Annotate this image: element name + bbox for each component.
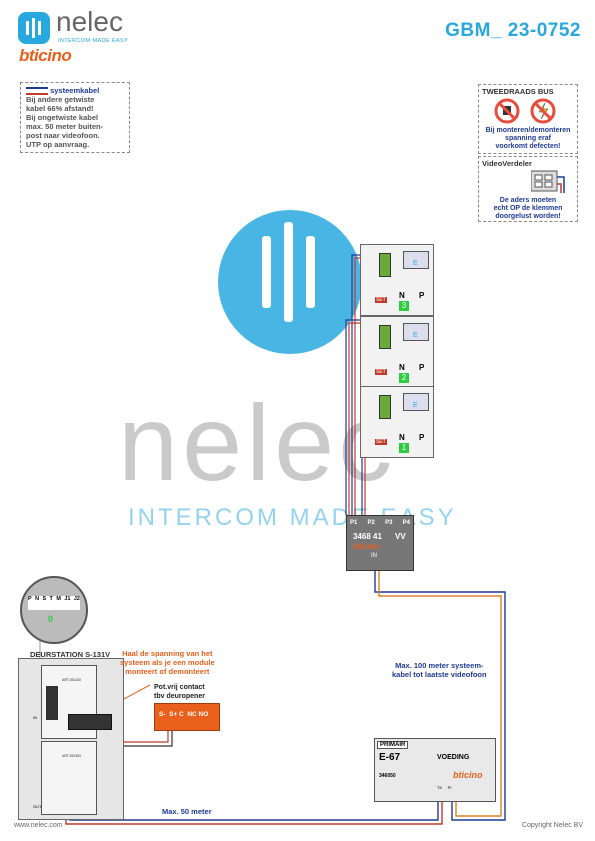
brand-tagline: INTERCOM MADE EASY xyxy=(58,38,129,44)
distributor-input: IN xyxy=(371,553,377,559)
no-voltage-icon xyxy=(530,98,556,124)
nelec-logo-icon xyxy=(18,12,50,44)
door-station: ART.351100 ART.352300 IN OUT xyxy=(18,658,124,820)
brand-name: nelec xyxy=(56,6,123,37)
monitor-terminal-block xyxy=(379,253,391,277)
monitor-terminal-p: P xyxy=(419,363,425,372)
relay-module: S- S+ C NC NO xyxy=(154,703,220,731)
warning-title: TWEEDRAADS BUS xyxy=(482,87,554,96)
door-module-code-bottom: ART.352300 xyxy=(62,754,82,758)
monitor-address: 1 xyxy=(399,443,409,453)
power-primary: PRIMAIR xyxy=(377,741,409,749)
bus-cable-power-supply xyxy=(374,568,506,821)
power-code: 346050 xyxy=(379,773,396,779)
monitor-stack: E SET N P 3 E SET N P 2 E SET N P 1 xyxy=(360,244,434,458)
distributor-suffix: VV xyxy=(395,532,406,541)
no-plug-icon xyxy=(494,98,520,124)
relay-title: Pot.vrij contact tbv deuropener xyxy=(154,684,205,700)
door-module-code-top: ART.351100 xyxy=(62,678,81,682)
monitor-terminal-n: N xyxy=(399,363,405,372)
monitor-address: 3 xyxy=(399,301,409,311)
door-module-bottom: ART.352300 xyxy=(41,741,97,815)
power-label: VOEDING xyxy=(437,754,470,761)
door-station-title: DEURSTATION S-131V xyxy=(30,650,111,659)
relay-terminals: S- S+ C NC NO xyxy=(159,711,209,718)
cable-note-max-50: Max. 50 meter xyxy=(162,807,212,816)
distributor-model: 3468 41 xyxy=(353,532,382,541)
nelec-logo: nelec INTERCOM MADE EASY xyxy=(18,6,138,46)
monitor-terminal-block xyxy=(379,395,391,419)
monitor-terminal-n: N xyxy=(399,433,405,442)
monitor-terminal-n: N xyxy=(399,291,405,300)
footer-website: www.nelec.com xyxy=(14,822,63,829)
door-terminal-strip xyxy=(68,714,112,730)
monitor-terminal-p: P xyxy=(419,291,425,300)
warning-tweedraads-bus: TWEEDRAADS BUS Bij monteren/demonteren s… xyxy=(478,84,578,154)
document-code: GBM_ 23-0752 xyxy=(445,20,581,41)
door-camera-icon xyxy=(46,686,58,720)
bticino-logo: bticino xyxy=(19,46,72,65)
monitor-screen: E xyxy=(403,393,429,411)
monitor-terminal-p: P xyxy=(419,433,425,442)
monitor-screen: E xyxy=(403,251,429,269)
distributor-ports: P1 P2 P3 P4 xyxy=(350,520,410,526)
power-outputs: TK PI xyxy=(437,785,452,790)
monitor-terminal-block xyxy=(379,325,391,349)
monitor-address: 2 xyxy=(399,373,409,383)
monitor-set-badge: SET xyxy=(375,369,387,375)
terminal-zoom: P N S T M J1 J2 0 xyxy=(20,576,88,644)
monitor: E SET N P 2 xyxy=(360,316,434,388)
door-in-label: IN xyxy=(33,715,37,720)
cable-note-max-100: Max. 100 meter systeem- kabel tot laatst… xyxy=(392,661,487,679)
power-brand: bticino xyxy=(453,770,483,780)
power-model: E-67 xyxy=(379,752,401,763)
footer-copyright: Copyright Nelec BV xyxy=(521,822,583,829)
terminal-zoom-value: 0 xyxy=(48,614,54,624)
video-distributor: P1 P2 P3 P4 3468 41 VV bticino IN xyxy=(346,515,414,571)
terminal-block-icon xyxy=(531,170,565,193)
distributor-brand: bticino xyxy=(353,542,380,551)
monitor: E SET N P 1 xyxy=(360,386,434,458)
monitor: E SET N P 3 xyxy=(360,244,434,316)
cable-legend-icon xyxy=(26,87,48,96)
note-legend: systeemkabel xyxy=(26,86,124,96)
note-systeemkabel: systeemkabel Bij andere getwiste kabel 6… xyxy=(20,82,130,154)
monitor-set-badge: SET xyxy=(375,439,387,445)
terminal-zoom-labels: P N S T M J1 J2 xyxy=(28,596,80,610)
door-out-label: OUT xyxy=(33,804,42,809)
warning-title: VideoVerdeler xyxy=(482,159,532,168)
monitor-set-badge: SET xyxy=(375,297,387,303)
note-spanning: Haal de spanning van het systeem als je … xyxy=(120,649,215,676)
power-supply: PRIMAIR E-67 VOEDING 346050 bticino TK P… xyxy=(374,738,496,802)
monitor-screen: E xyxy=(403,323,429,341)
warning-videoverdeler: VideoVerdeler De aders moeten echt OP de… xyxy=(478,156,578,222)
